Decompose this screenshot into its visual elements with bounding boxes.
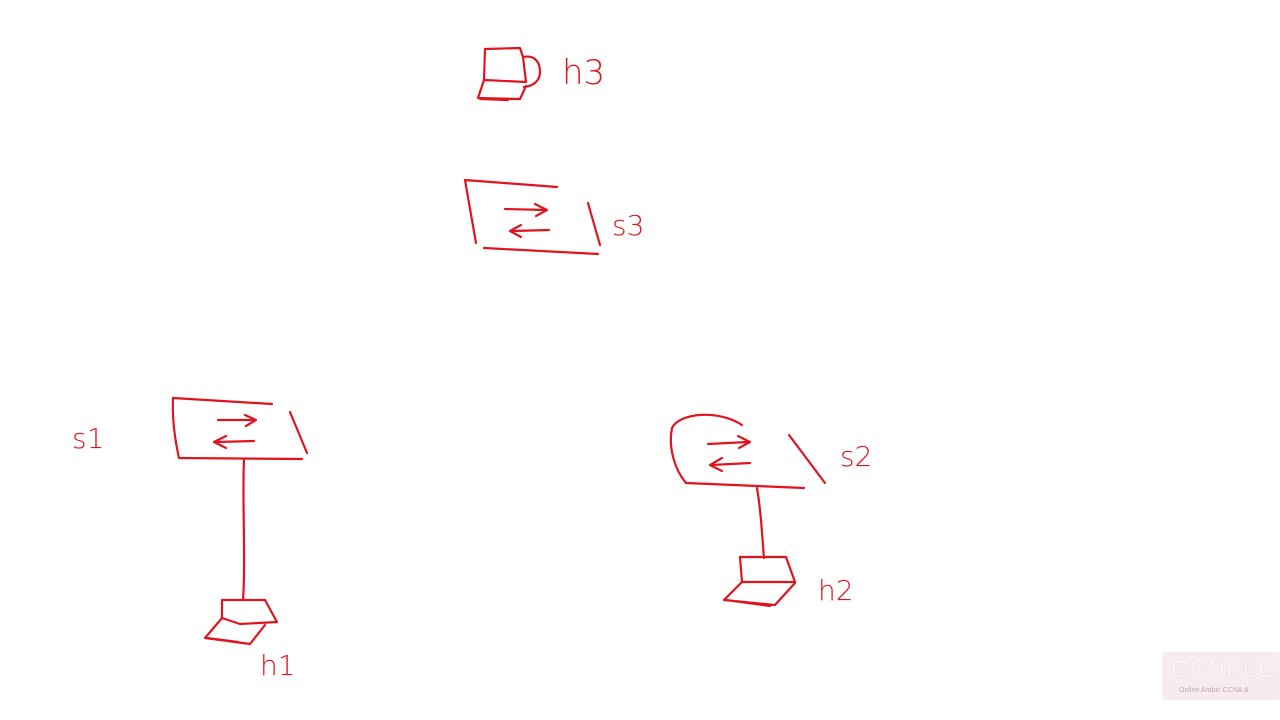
watermark-text: CCNPLES [1171,656,1280,683]
watermark-logo: CCNPLES Online Arabic CCNA & [1163,652,1280,700]
label-h2: h2 [818,574,854,607]
label-h3: h3 [562,53,605,93]
label-h1: h1 [260,649,296,682]
label-s3: s3 [612,209,644,242]
label-s2: s2 [840,440,872,473]
switch-s2-icon [669,413,827,490]
switch-s1-icon [171,396,309,461]
label-s1: s1 [72,422,104,455]
host-h2-icon [722,555,797,608]
host-h1-icon [203,598,279,646]
watermark-subtext: Online Arabic CCNA & [1179,687,1249,694]
host-h3-icon [476,46,542,102]
link-s1-h1 [241,458,246,602]
link-s2-h2 [755,486,766,560]
switch-s3-icon [463,178,602,256]
